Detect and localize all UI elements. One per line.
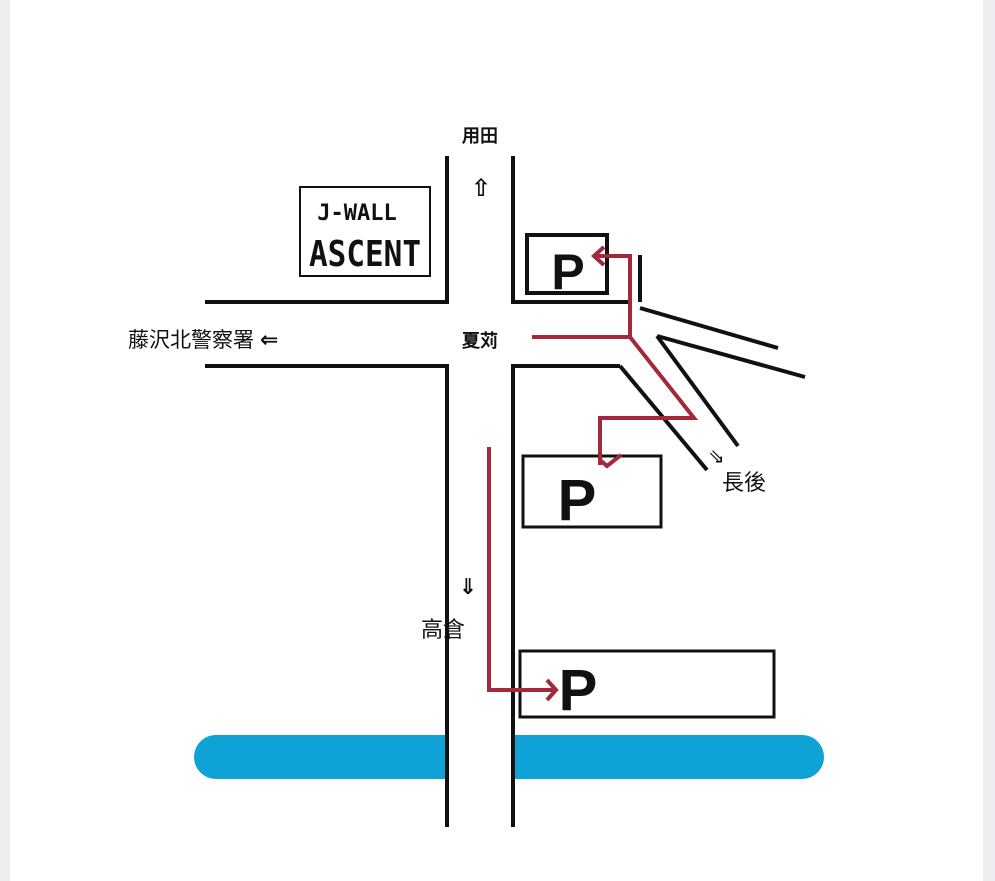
- arrow-southeast: ⇘: [708, 444, 725, 468]
- label-west: 藤沢北警察署: [128, 328, 254, 352]
- arrow-south: ⇓: [459, 575, 477, 600]
- label-southeast: 長後: [722, 471, 766, 496]
- store-name-line2: ASCENT: [309, 234, 421, 275]
- map-page: J-WALL ASCENT P P P 用田 ⇧ 藤沢北警察署 ⇐: [10, 0, 983, 881]
- parking-1-box: [525, 233, 609, 295]
- label-south: 高倉: [421, 618, 465, 643]
- parking-3-label: P: [559, 658, 598, 723]
- route-map: J-WALL ASCENT P P P 用田 ⇧ 藤沢北警察署 ⇐: [128, 126, 824, 827]
- parking-3-box: [518, 649, 776, 719]
- route-to-parking-1: [532, 254, 632, 339]
- arrow-west: ⇐: [260, 328, 278, 353]
- route-to-parking-1-arrowhead: [591, 245, 606, 267]
- parking-3[interactable]: P: [518, 649, 776, 723]
- label-intersection: 夏苅: [462, 330, 498, 352]
- parking-1[interactable]: P: [525, 233, 609, 300]
- road-edge-southeast: [511, 364, 620, 827]
- road-edge-southwest: [205, 364, 449, 827]
- parking-1-label: P: [551, 244, 584, 300]
- roads: [205, 156, 806, 827]
- road-edge-diagonal-upper: [639, 306, 779, 350]
- road-edge-diagonal-lower: [656, 334, 806, 379]
- store-box: [299, 186, 431, 277]
- route-to-parking-3-arrowhead: [545, 678, 559, 702]
- route-to-parking-2-arrowhead: [598, 453, 623, 469]
- parking-2-box: [521, 454, 663, 529]
- route-to-parking-3: [487, 447, 553, 692]
- parking-2[interactable]: P: [521, 454, 663, 533]
- road-edge-diagonal-branch: [655, 334, 740, 448]
- arrow-north: ⇧: [471, 174, 491, 202]
- road-edge-northwest: [205, 156, 449, 304]
- store-sign[interactable]: J-WALL ASCENT: [299, 186, 431, 277]
- store-name-line1: J-WALL: [317, 201, 396, 226]
- road-edge-northeast: [511, 156, 630, 304]
- routes: [487, 245, 699, 702]
- label-north: 用田: [462, 126, 498, 147]
- parking-2-label: P: [558, 468, 597, 533]
- route-to-parking-2: [598, 335, 699, 465]
- bridge-gap: [447, 730, 511, 786]
